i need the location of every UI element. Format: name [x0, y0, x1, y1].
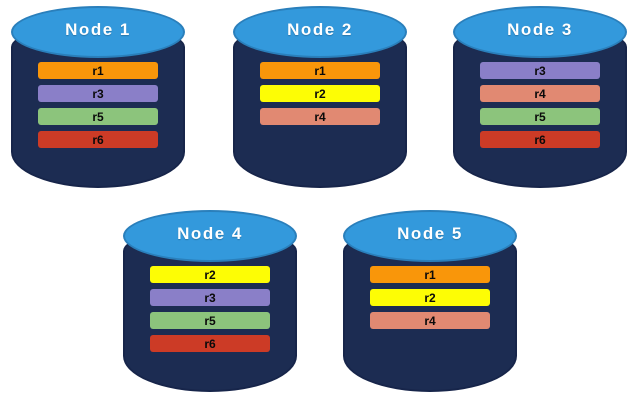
cylinder-shape: [120, 208, 300, 394]
cylinder-shape: [8, 4, 188, 190]
cylinder-shape: [230, 4, 410, 190]
cylinder-top-ellipse: [343, 210, 517, 262]
cylinder-top-ellipse: [233, 6, 407, 58]
replica-bar-r3[interactable]: r3: [480, 62, 600, 79]
replica-stack: r3 r4 r5 r6: [450, 62, 630, 148]
replica-bar-r1[interactable]: r1: [370, 266, 490, 283]
replica-bar-r4[interactable]: r4: [260, 108, 380, 125]
cylinder-shape: [340, 208, 520, 394]
replica-bar-r6[interactable]: r6: [38, 131, 158, 148]
replica-bar-r6[interactable]: r6: [150, 335, 270, 352]
replica-stack: r2 r3 r5 r6: [120, 266, 300, 352]
replica-bar-r1[interactable]: r1: [38, 62, 158, 79]
replica-bar-r2[interactable]: r2: [370, 289, 490, 306]
replica-bar-r2[interactable]: r2: [150, 266, 270, 283]
replica-bar-r3[interactable]: r3: [150, 289, 270, 306]
replica-bar-r2[interactable]: r2: [260, 85, 380, 102]
replica-bar-r4[interactable]: r4: [370, 312, 490, 329]
cylinder-top-ellipse: [11, 6, 185, 58]
replica-bar-r5[interactable]: r5: [150, 312, 270, 329]
replica-stack: r1 r3 r5 r6: [8, 62, 188, 148]
replica-bar-r5[interactable]: r5: [38, 108, 158, 125]
replica-bar-r1[interactable]: r1: [260, 62, 380, 79]
replica-bar-r3[interactable]: r3: [38, 85, 158, 102]
replica-stack: r1 r2 r4: [340, 266, 520, 329]
replica-bar-r4[interactable]: r4: [480, 85, 600, 102]
cylinder-shape: [450, 4, 630, 190]
replica-bar-r5[interactable]: r5: [480, 108, 600, 125]
replica-stack: r1 r2 r4: [230, 62, 410, 125]
replica-bar-r6[interactable]: r6: [480, 131, 600, 148]
cylinder-top-ellipse: [453, 6, 627, 58]
cylinder-top-ellipse: [123, 210, 297, 262]
